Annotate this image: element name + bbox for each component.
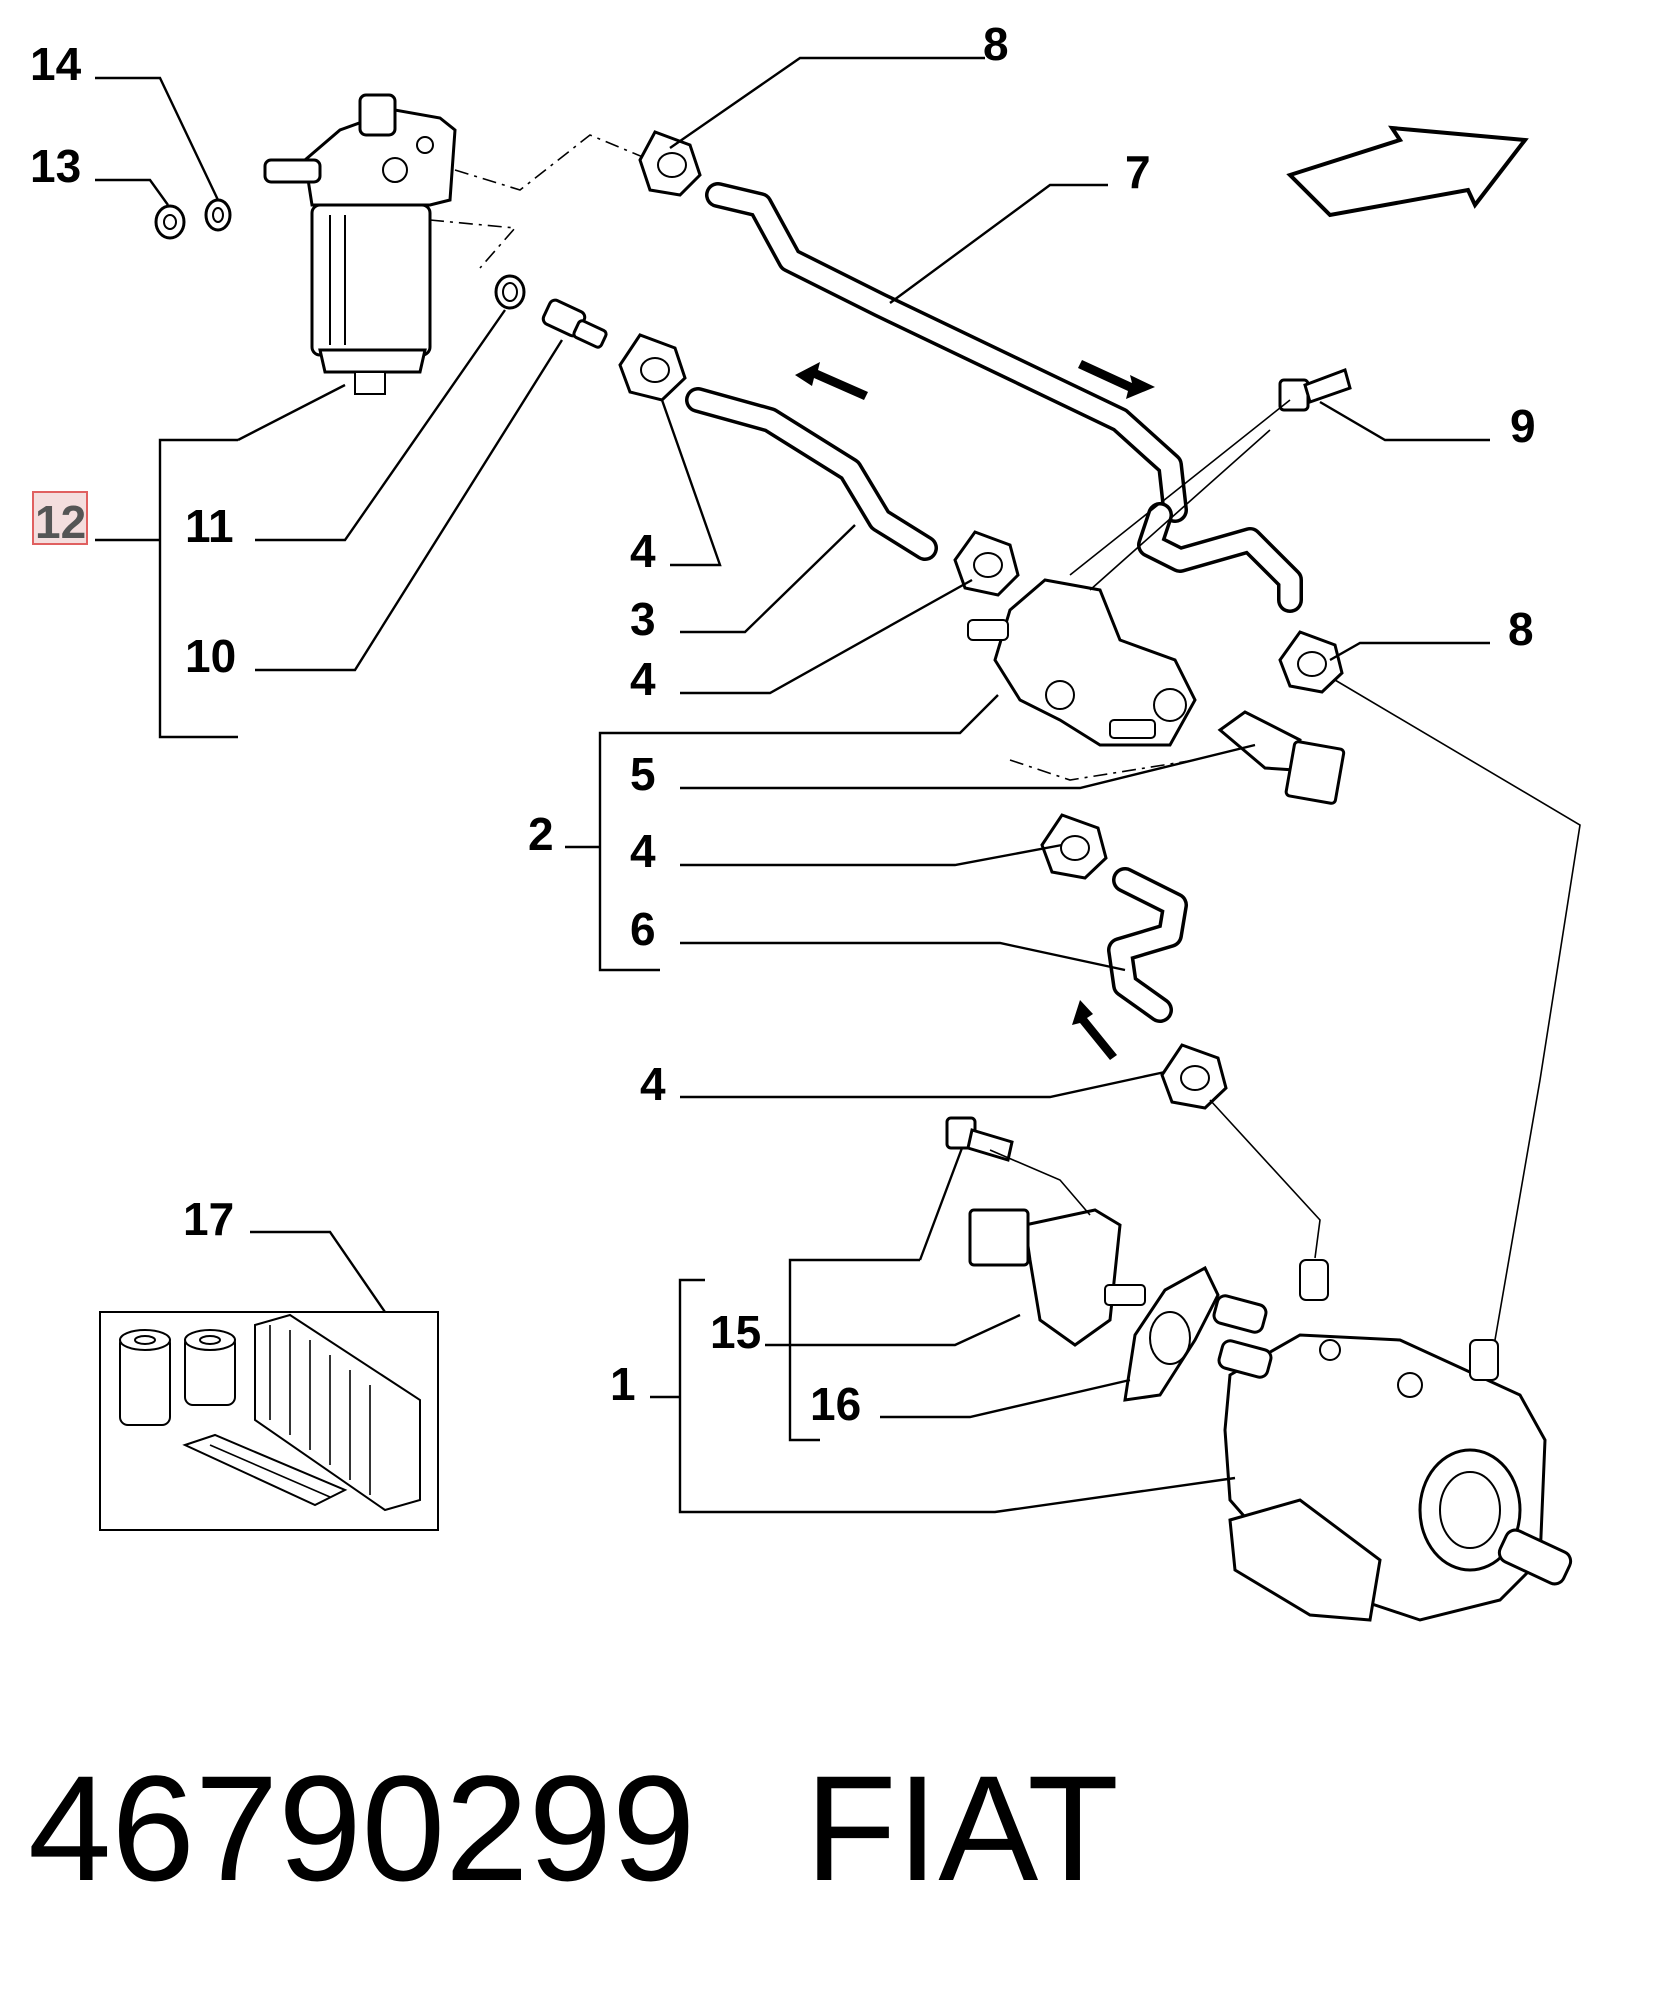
nut-13 (154, 204, 186, 240)
callout-16: 16 (810, 1378, 861, 1430)
callout-9: 9 (1510, 400, 1536, 452)
hose-clip-8-upper (638, 130, 702, 197)
callout-4-mid: 4 (630, 653, 656, 705)
pressure-regulator-15 (968, 1208, 1146, 1347)
bolt-15 (945, 1116, 1014, 1162)
callout-13: 13 (30, 140, 81, 192)
hose-clip-4-mid (953, 530, 1020, 597)
temperature-sensor-5 (1217, 710, 1346, 805)
high-pressure-pump-1 (1212, 1259, 1573, 1622)
washer-11 (494, 274, 526, 310)
callout-4-bottom: 4 (640, 1058, 666, 1110)
hose-clip-8-right (1278, 630, 1344, 694)
hose-clip-4-bottom (1160, 1043, 1228, 1110)
callout-6: 6 (630, 903, 656, 955)
callout-12: 12 (35, 496, 86, 548)
bolt-9 (1278, 368, 1352, 412)
callout-12-highlight (32, 491, 88, 545)
fuel-heater-housing-2 (967, 578, 1197, 747)
filter-kit-17 (99, 1311, 439, 1531)
hose-7 (705, 182, 1303, 613)
callout-8-right: 8 (1508, 603, 1534, 655)
direction-arrow-icon (1286, 125, 1529, 218)
alignment-line (1009, 759, 1196, 781)
callout-4-lower: 4 (630, 825, 656, 877)
washer-14 (204, 198, 232, 232)
callout-10: 10 (185, 630, 236, 682)
fuel-filter-icon (184, 1329, 236, 1406)
fuel-filter-assembly (263, 93, 457, 395)
part-number: 46790299 (28, 1744, 695, 1912)
alignment-line (429, 219, 517, 269)
air-filter-icon (254, 1313, 421, 1512)
callout-5: 5 (630, 748, 656, 800)
brand-name: FIAT (805, 1744, 1119, 1912)
gasket-16 (1123, 1265, 1220, 1402)
callout-4-upper: 4 (630, 525, 656, 577)
hose-6 (1107, 867, 1188, 1023)
flow-arrows (795, 360, 1155, 1060)
callout-8-top: 8 (983, 18, 1009, 70)
union-10 (541, 298, 608, 349)
callout-2: 2 (528, 808, 554, 860)
callout-14: 14 (30, 38, 82, 90)
callout-11: 11 (185, 500, 234, 552)
callout-3: 3 (630, 593, 656, 645)
leader-lines (95, 56, 1581, 1514)
hose-clip-4-upper (618, 333, 687, 402)
hose-3 (685, 387, 938, 561)
cabin-filter-icon (182, 1433, 348, 1507)
callout-15: 15 (710, 1306, 761, 1358)
hose-clip-4-lower (1040, 813, 1108, 880)
callout-17: 17 (183, 1193, 234, 1245)
callout-7: 7 (1125, 146, 1151, 198)
callout-labels: 14 13 12 11 10 8 7 9 4 3 4 8 5 2 4 6 4 1… (30, 18, 1536, 1430)
alignment-line (454, 134, 651, 191)
oil-filter-icon (119, 1329, 171, 1426)
callout-1: 1 (610, 1358, 636, 1410)
